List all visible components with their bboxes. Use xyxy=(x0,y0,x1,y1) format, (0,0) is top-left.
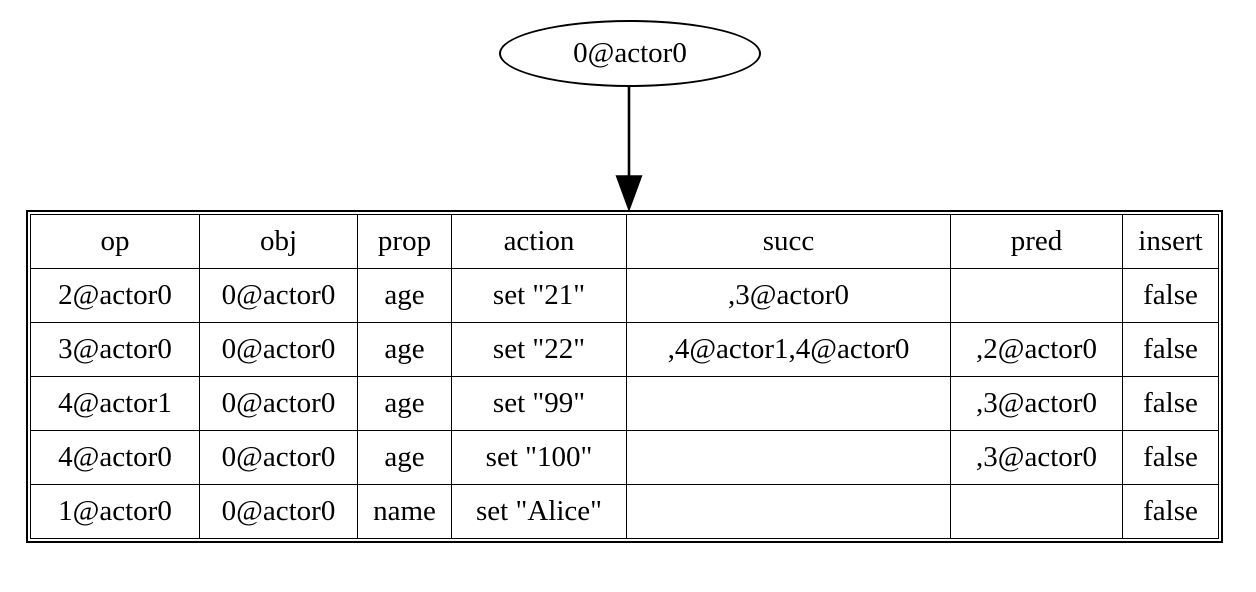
cell-prop: name xyxy=(357,484,452,539)
cell-prop: age xyxy=(357,322,452,377)
cell-pred xyxy=(950,484,1123,539)
cell-obj: 0@actor0 xyxy=(199,484,358,539)
column-header-prop: prop xyxy=(357,214,452,269)
cell-succ xyxy=(626,484,951,539)
cell-succ xyxy=(626,376,951,431)
cell-prop: age xyxy=(357,430,452,485)
cell-insert: false xyxy=(1122,268,1219,323)
cell-pred xyxy=(950,268,1123,323)
cell-op: 4@actor0 xyxy=(30,430,200,485)
cell-succ: ,3@actor0 xyxy=(626,268,951,323)
table-row: 4@actor0 0@actor0 age set "100" ,3@actor… xyxy=(30,430,1219,485)
cell-succ xyxy=(626,430,951,485)
cell-action: set "99" xyxy=(451,376,627,431)
cell-obj: 0@actor0 xyxy=(199,268,358,323)
cell-action: set "21" xyxy=(451,268,627,323)
table-row: 3@actor0 0@actor0 age set "22" ,4@actor1… xyxy=(30,322,1219,377)
cell-insert: false xyxy=(1122,322,1219,377)
cell-action: set "100" xyxy=(451,430,627,485)
op-table-node[interactable]: op obj prop action succ pred insert 2@ac… xyxy=(26,210,1223,543)
cell-op: 4@actor1 xyxy=(30,376,200,431)
cell-insert: false xyxy=(1122,376,1219,431)
cell-prop: age xyxy=(357,268,452,323)
column-header-obj: obj xyxy=(199,214,358,269)
column-header-op: op xyxy=(30,214,200,269)
cell-obj: 0@actor0 xyxy=(199,376,358,431)
cell-obj: 0@actor0 xyxy=(199,430,358,485)
table-header-row: op obj prop action succ pred insert xyxy=(30,214,1219,269)
table-row: 2@actor0 0@actor0 age set "21" ,3@actor0… xyxy=(30,268,1219,323)
cell-insert: false xyxy=(1122,430,1219,485)
object-node-label: 0@actor0 xyxy=(573,37,687,69)
table-row: 1@actor0 0@actor0 name set "Alice" false xyxy=(30,484,1219,539)
cell-action: set "22" xyxy=(451,322,627,377)
cell-insert: false xyxy=(1122,484,1219,539)
cell-action: set "Alice" xyxy=(451,484,627,539)
column-header-action: action xyxy=(451,214,627,269)
cell-obj: 0@actor0 xyxy=(199,322,358,377)
column-header-succ: succ xyxy=(626,214,951,269)
cell-prop: age xyxy=(357,376,452,431)
cell-op: 2@actor0 xyxy=(30,268,200,323)
cell-pred: ,3@actor0 xyxy=(950,376,1123,431)
arrowhead-down-icon xyxy=(615,175,643,213)
object-node[interactable]: 0@actor0 xyxy=(499,20,761,87)
op-table: op obj prop action succ pred insert 2@ac… xyxy=(30,214,1219,539)
column-header-pred: pred xyxy=(950,214,1123,269)
cell-pred: ,2@actor0 xyxy=(950,322,1123,377)
cell-op: 1@actor0 xyxy=(30,484,200,539)
column-header-insert: insert xyxy=(1122,214,1219,269)
cell-pred: ,3@actor0 xyxy=(950,430,1123,485)
cell-succ: ,4@actor1,4@actor0 xyxy=(626,322,951,377)
table-row: 4@actor1 0@actor0 age set "99" ,3@actor0… xyxy=(30,376,1219,431)
cell-op: 3@actor0 xyxy=(30,322,200,377)
